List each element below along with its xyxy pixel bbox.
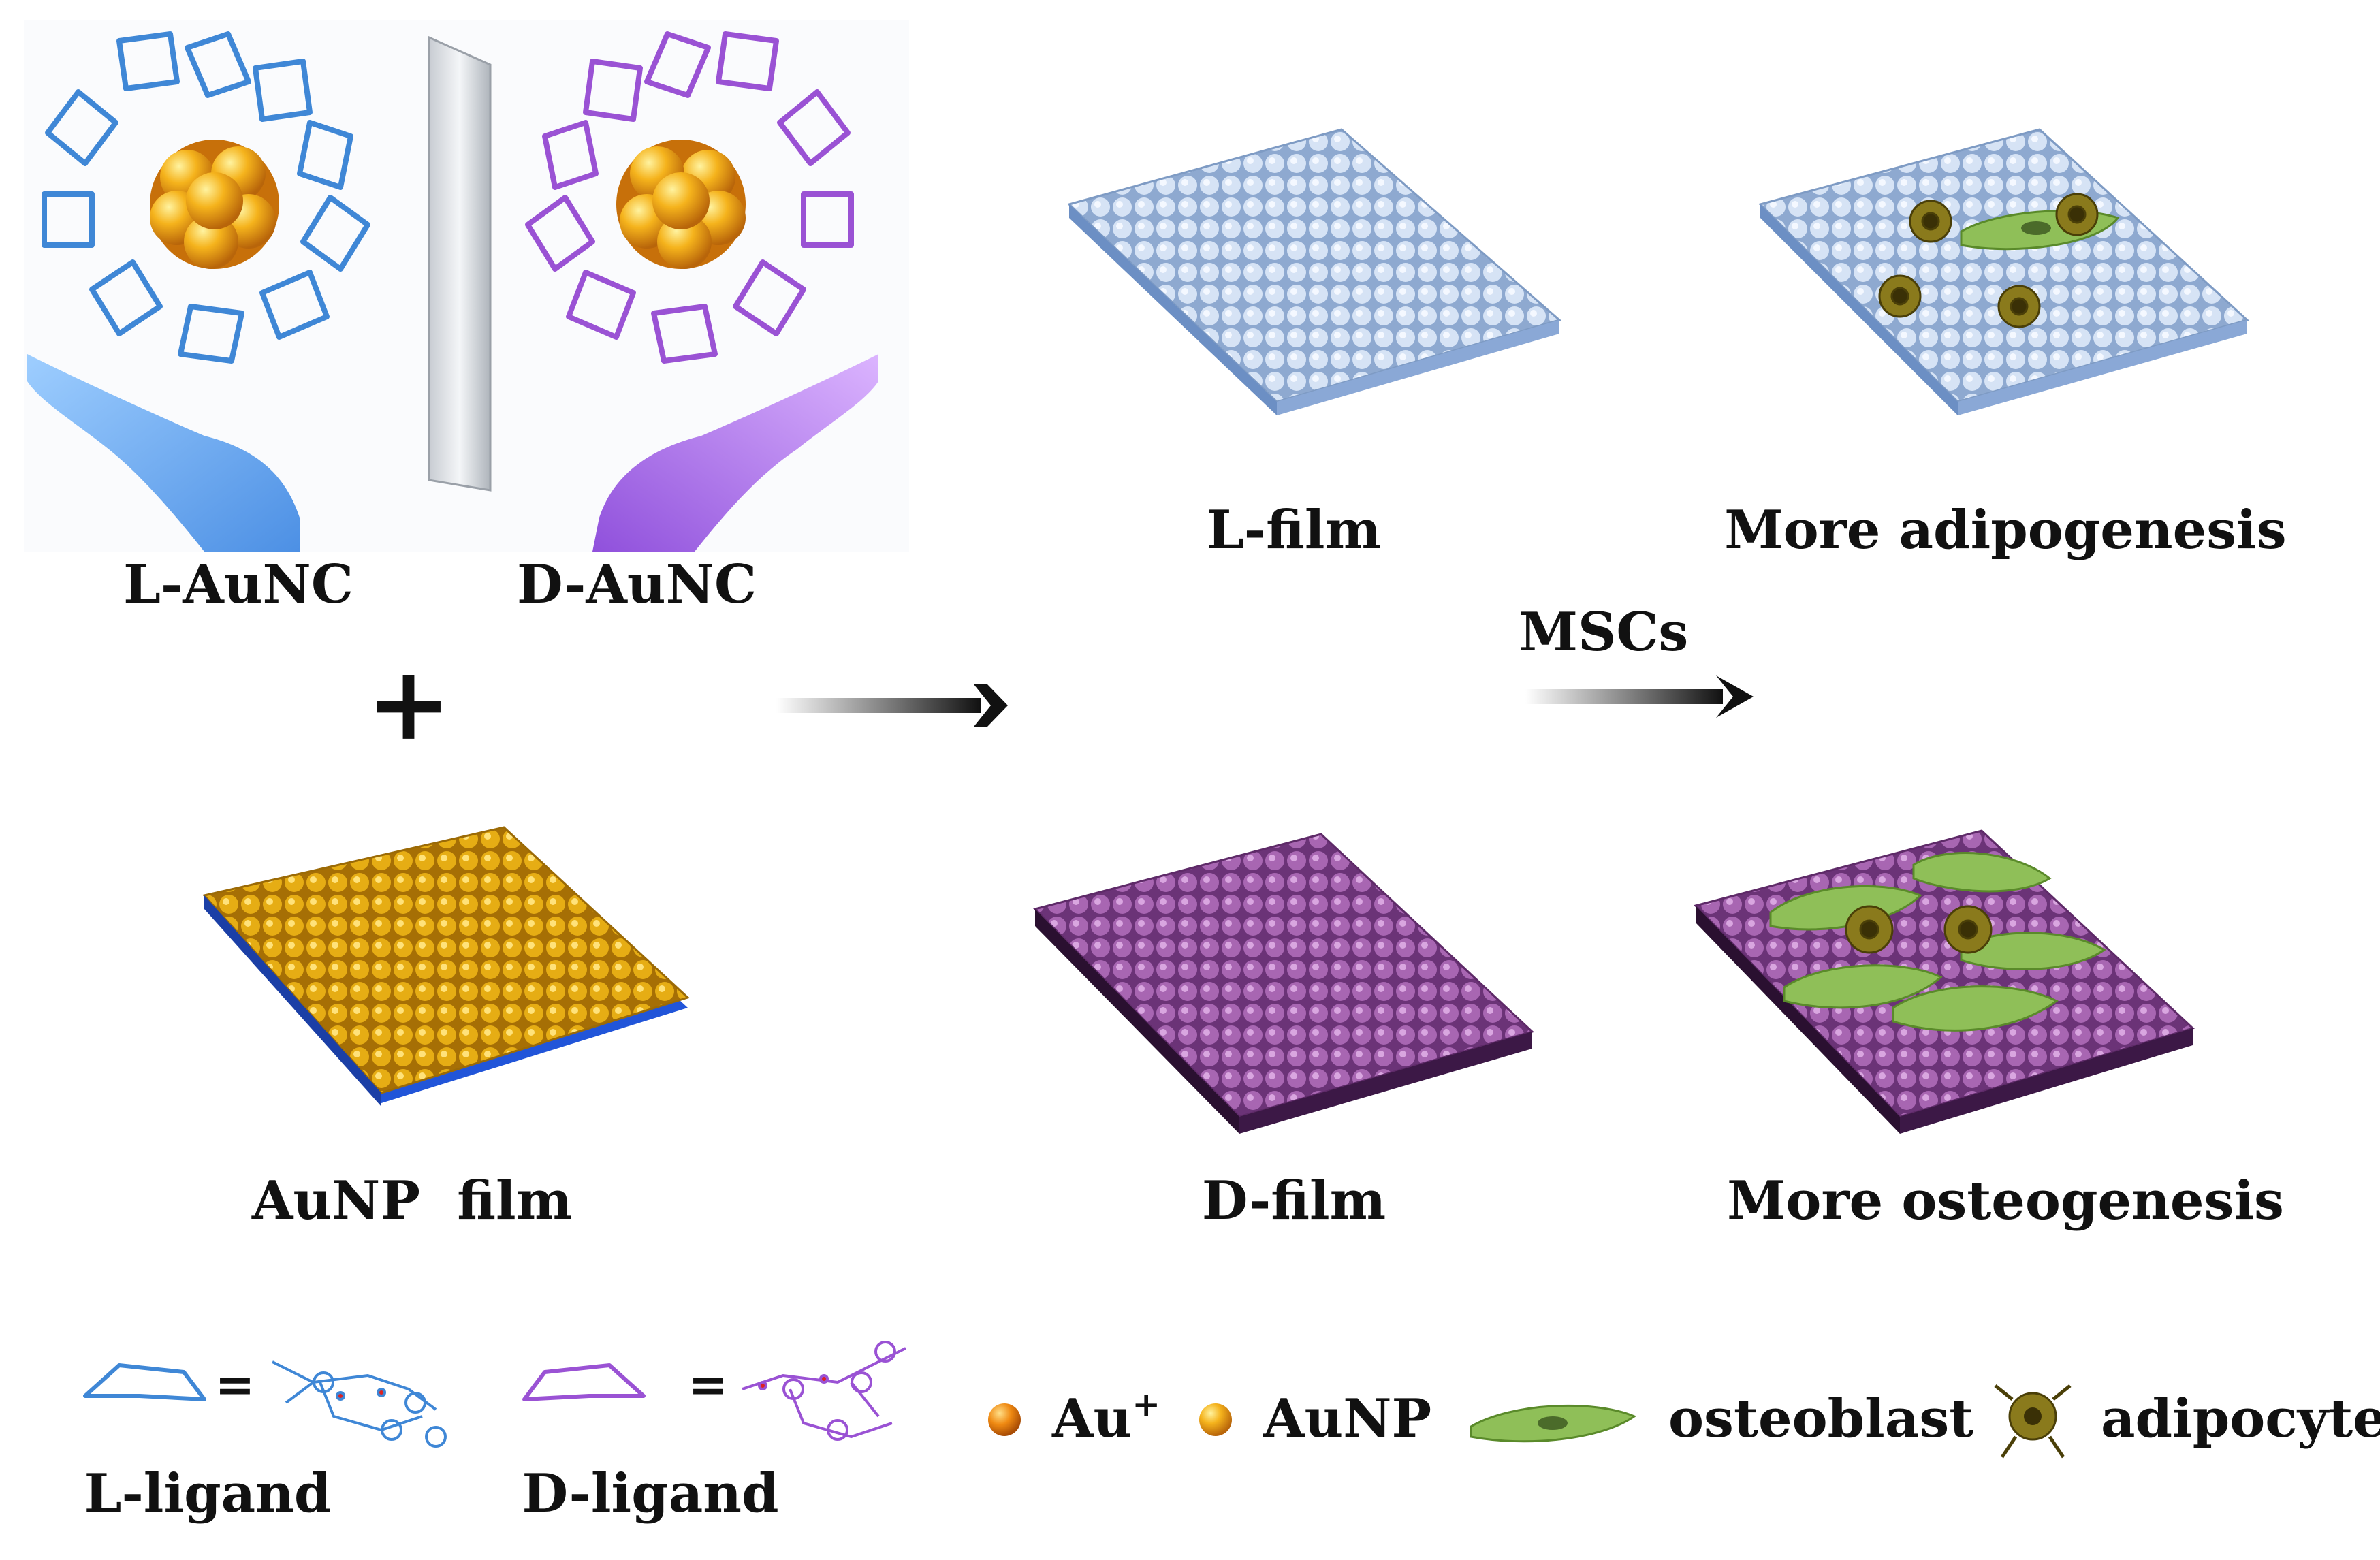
adipocyte-cell xyxy=(1909,200,1952,243)
gold-core xyxy=(150,140,279,269)
msc-arrow xyxy=(1525,675,1754,718)
d-ligand-label: D-ligand xyxy=(522,1463,778,1525)
aunp-film xyxy=(202,826,690,1107)
au-plus-base: Au xyxy=(1051,1388,1132,1450)
osteoblast-cell xyxy=(1960,932,2106,970)
aunp-icon xyxy=(1199,1403,1232,1436)
osteoblast-cell xyxy=(1769,885,1922,931)
l-ligand-icon xyxy=(83,1363,206,1401)
l-aunc-cluster xyxy=(42,31,370,364)
plus-sign: + xyxy=(366,643,451,763)
adipocyte-label: adipocyte xyxy=(2101,1388,2380,1450)
osteoblast-label: osteoblast xyxy=(1668,1388,1973,1450)
adipocyte-icon xyxy=(1994,1384,2072,1459)
d-film xyxy=(1033,833,1534,1134)
osteoblast-cell xyxy=(1912,852,2052,893)
d-film-with-cells xyxy=(1694,829,2195,1134)
blue-hand-icon xyxy=(27,354,300,552)
msc-label: MSCs xyxy=(1519,601,1689,663)
adipocyte-cell xyxy=(2055,193,2099,236)
d-ligand-icon xyxy=(522,1363,646,1401)
l-ligand-shell xyxy=(42,31,370,364)
l-ligand-label: L-ligand xyxy=(84,1463,332,1525)
d-aunc-label: D-AuNC xyxy=(517,554,757,616)
gold-core xyxy=(616,140,746,269)
legend: = L-ligand = D-ligand Au+ AuNP xyxy=(83,1341,2380,1525)
au-plus-superscript: + xyxy=(1132,1384,1160,1424)
l-aunc-label: L-AuNC xyxy=(123,554,353,616)
adipocyte-cell xyxy=(1997,285,2041,328)
more-osteogenesis-label: More osteogenesis xyxy=(1727,1170,2284,1232)
d-ligand-shell xyxy=(525,31,854,364)
d-film-label: D-film xyxy=(1202,1170,1386,1232)
d-ligand-structure xyxy=(742,1341,906,1441)
l-ligand-equals: = xyxy=(215,1356,255,1413)
aunp-label: AuNP xyxy=(1263,1388,1431,1450)
d-aunc-cluster xyxy=(525,31,854,364)
purple-hand-icon xyxy=(592,354,878,552)
au-plus-icon xyxy=(988,1403,1021,1436)
l-film-with-cells xyxy=(1758,128,2249,415)
osteoblast-icon xyxy=(1470,1404,1637,1443)
d-ligand-equals: = xyxy=(688,1356,729,1413)
more-adipogenesis-label: More adipogenesis xyxy=(1724,499,2286,561)
au-plus-label: Au+ xyxy=(1051,1384,1160,1450)
aunp-film-label: AuNP film xyxy=(251,1170,572,1232)
adipocyte-cell xyxy=(1878,274,1922,318)
chirality-illustration xyxy=(24,20,909,552)
l-film-label: L-film xyxy=(1207,499,1381,561)
l-film xyxy=(1067,128,1562,415)
adipocyte-cell xyxy=(1943,905,1993,954)
osteoblast-cell xyxy=(1892,985,2059,1032)
osteoblast-cell xyxy=(1783,964,1943,1009)
mirror-plane xyxy=(428,35,492,492)
process-arrow xyxy=(776,684,1008,727)
adipocyte-cell xyxy=(1845,905,1894,954)
l-ligand-structure xyxy=(272,1360,447,1448)
